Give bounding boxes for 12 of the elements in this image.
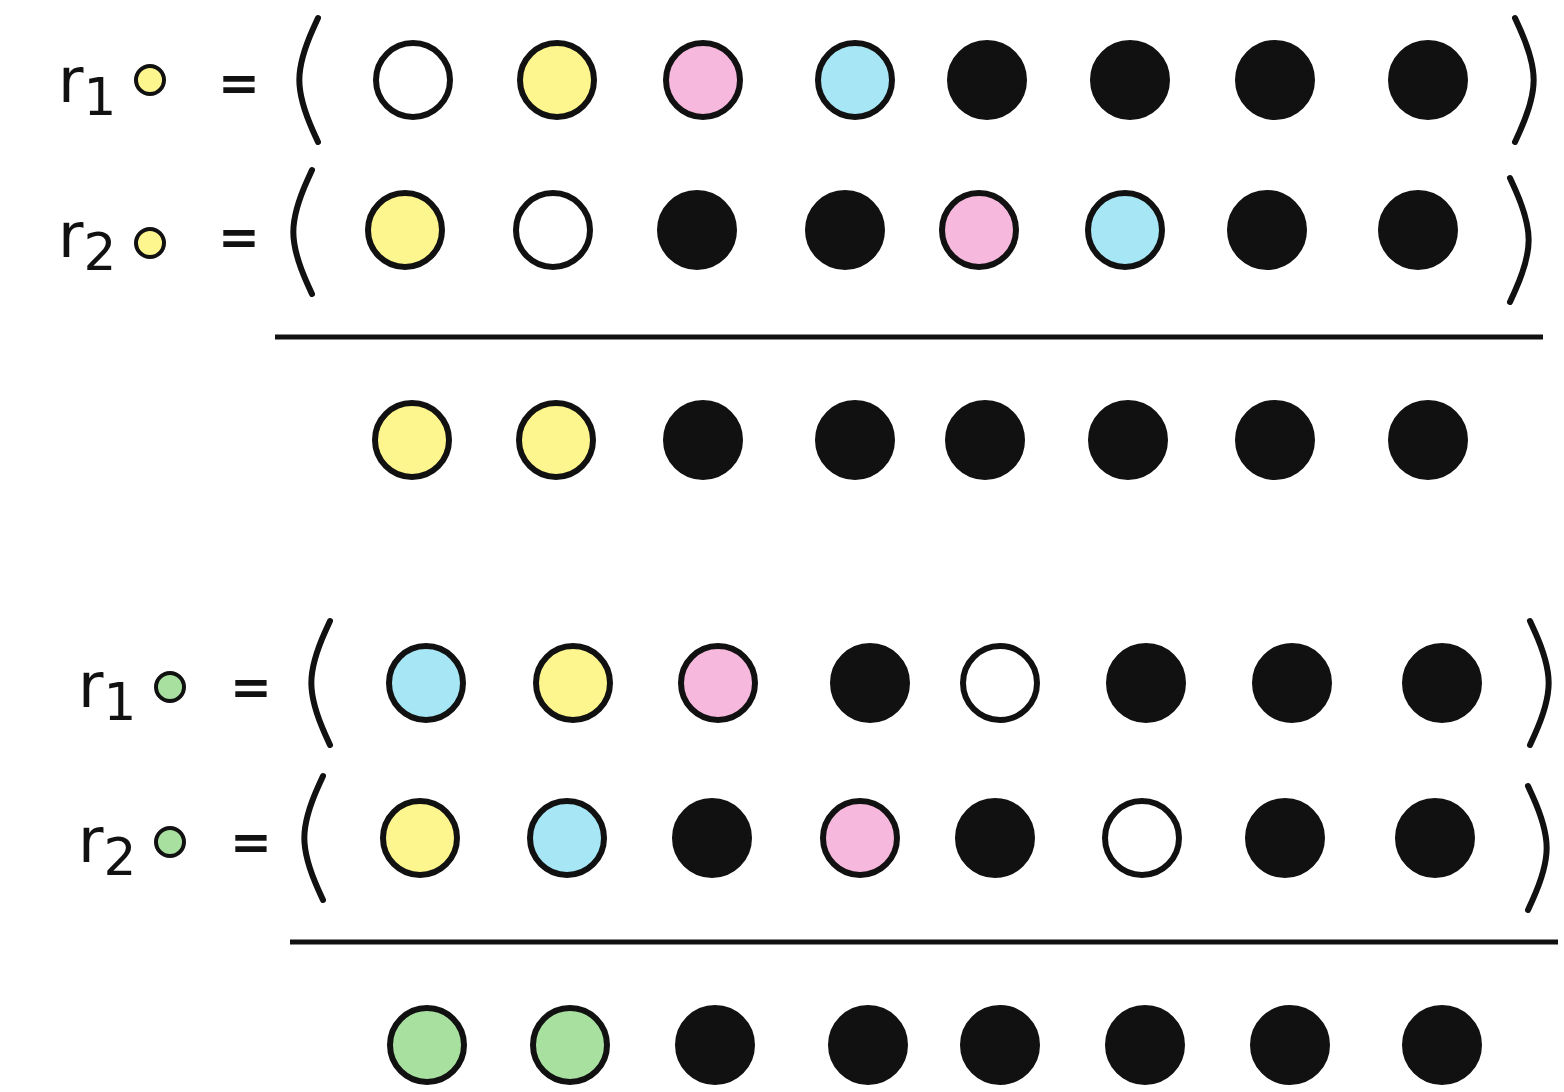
equals-sign: = [218,212,260,262]
equals-sign: = [230,662,272,712]
small-dot [154,826,186,858]
equals-sign: = [218,58,260,108]
variable-label: r$_{1}$ [58,50,117,125]
variable-label: r$_{2}$ [58,205,117,280]
small-dot [154,671,186,703]
small-dot [134,227,166,259]
variable-label: r$_{1}$ [78,655,137,730]
small-dot [134,64,166,96]
variable-label: r$_{2}$ [78,810,137,885]
equals-sign: = [230,817,272,867]
